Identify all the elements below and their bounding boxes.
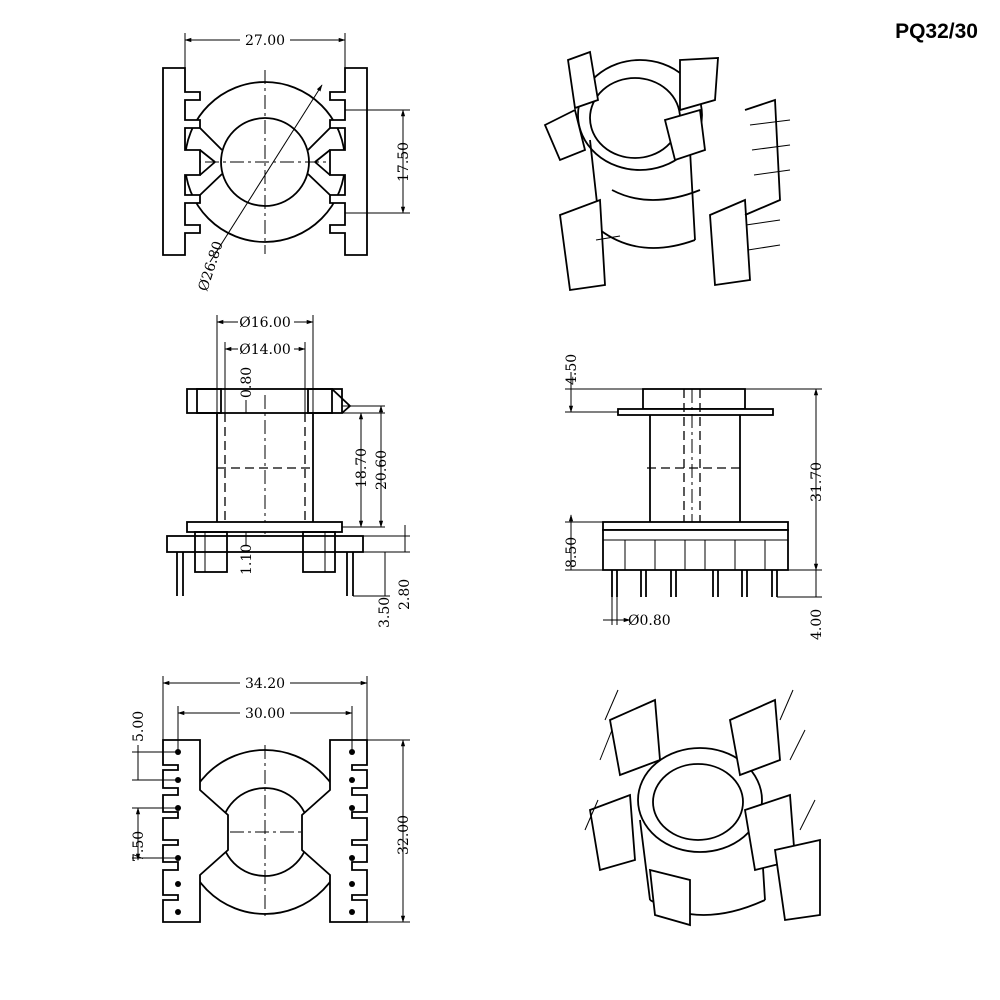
dim-gap: 7.50 xyxy=(131,831,147,862)
dim-side-pin-dia: Ø0.80 xyxy=(628,613,671,629)
left-pin-bar xyxy=(162,67,201,256)
dim-pitch: 5.00 xyxy=(131,711,147,742)
isometric-view-top xyxy=(543,50,791,292)
dim-winding: 18.70 xyxy=(354,448,370,488)
dim-pin-span: 30.00 xyxy=(245,706,285,722)
top-view: 27.00 17.50 Ø26.80 xyxy=(162,30,412,293)
front-view: Ø16.00 Ø14.00 0.80 18.70 20.60 1.10 xyxy=(166,312,413,628)
dim-overall: 34.20 xyxy=(245,676,285,692)
dim-side-pin-len: 4.00 xyxy=(809,609,825,640)
dim-side-top: 4.50 xyxy=(564,354,580,385)
dim-outer-dia: Ø16.00 xyxy=(239,315,291,331)
dim-inner-dia: Ø14.00 xyxy=(239,342,291,358)
bottom-view: 34.20 30.00 5.00 7.50 32.00 xyxy=(131,673,412,923)
dim-base: 1.10 xyxy=(239,544,255,575)
dim-pin-off: 2.80 xyxy=(397,579,413,610)
dim-side-total: 31.70 xyxy=(809,462,825,502)
dim-flange: 0.80 xyxy=(239,367,255,398)
dim-depth: 32.00 xyxy=(396,815,412,855)
dim-pin-len: 3.50 xyxy=(377,597,393,628)
dim-width: 27.00 xyxy=(245,33,285,49)
dim-height: 20.60 xyxy=(374,450,390,490)
dim-side-base: 8.50 xyxy=(564,537,580,568)
dim-slot-span: 17.50 xyxy=(396,142,412,182)
isometric-view-bottom xyxy=(584,689,821,927)
right-pin-bar xyxy=(329,67,368,256)
part-number-title: PQ32/30 xyxy=(895,20,978,43)
dim-diameter: Ø26.80 xyxy=(196,239,227,293)
side-view: 4.50 31.70 8.50 Ø0.80 4.00 xyxy=(564,354,825,640)
